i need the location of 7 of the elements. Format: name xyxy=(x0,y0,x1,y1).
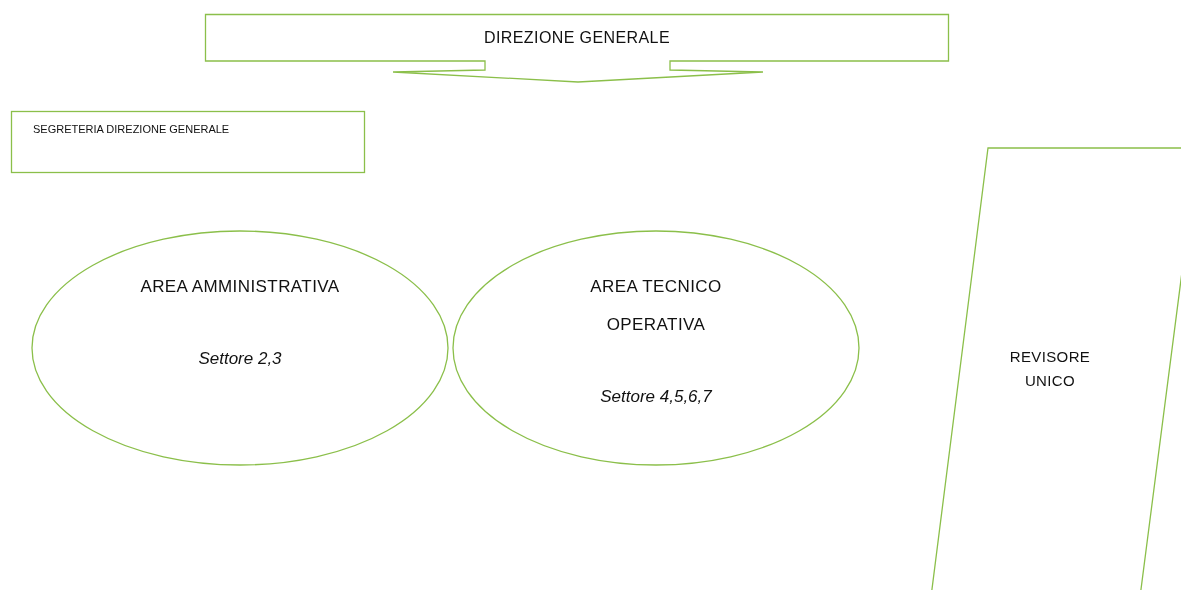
node-title: SEGRETERIA DIREZIONE GENERALE xyxy=(33,122,230,137)
node-title: REVISORE UNICO xyxy=(1009,348,1091,389)
node-title: DIREZIONE GENERALE xyxy=(484,27,670,48)
area-title: AREA TECNICO OPERATIVA xyxy=(589,276,723,336)
area-title: AREA AMMINISTRATIVA xyxy=(139,276,341,298)
sector-label: Settore 2,3 xyxy=(198,348,282,370)
sector-label: Settore 4,5,6,7 xyxy=(600,386,712,408)
